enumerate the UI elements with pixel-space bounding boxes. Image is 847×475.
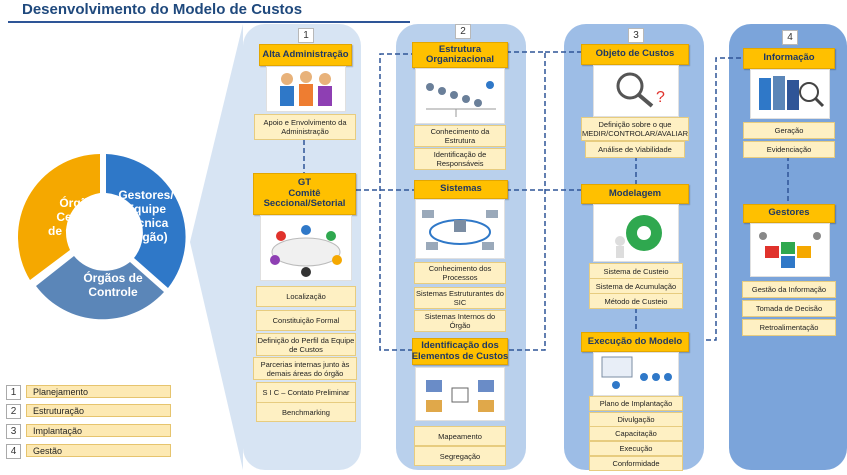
page-title: Desenvolvimento do Modelo de Custos — [22, 1, 303, 18]
puzzle-illustration — [750, 223, 830, 277]
phase-3-number: 3 — [628, 28, 644, 43]
item-definicao-medir: Definição sobre o que MEDIR/CONTROLAR/AV… — [581, 117, 689, 141]
binders-illustration — [750, 69, 830, 119]
title-underline — [8, 21, 410, 23]
header-gt-comite: GT Comitê Seccional/Setorial — [253, 173, 356, 215]
header-modelagem: Modelagem — [581, 184, 689, 204]
item-sic-contato: S I C – Contato Preliminar — [256, 382, 356, 403]
legend-label: Estruturação — [26, 404, 171, 417]
item-sistemas-internos: Sistemas Internos do Órgão — [414, 310, 506, 332]
legend-number: 1 — [6, 385, 21, 400]
item-perfil-equipe: Definição do Perfil da Equipe de Custos — [256, 333, 356, 356]
item-execucao: Execução — [589, 441, 683, 456]
org-structure-illustration — [415, 68, 505, 124]
item-conformidade: Conformidade — [589, 456, 683, 471]
item-evidenciacao: Evidenciação — [743, 141, 835, 158]
phase-4-number: 4 — [782, 30, 798, 45]
header-informacao: Informação — [743, 48, 835, 69]
legend-number: 4 — [6, 444, 21, 459]
cost-elements-illustration — [415, 367, 505, 421]
magnifier-illustration: ? — [593, 65, 679, 117]
item-geracao: Geração — [743, 122, 835, 139]
item-retroalimentacao: Retroalimentação — [742, 319, 836, 336]
segment-label-central: Órgão Central de Custos — [48, 196, 107, 238]
svg-text:?: ? — [656, 89, 665, 106]
phase-1-number: 1 — [298, 28, 314, 43]
item-plano-implantacao: Plano de Implantação — [589, 396, 683, 411]
training-illustration — [593, 352, 679, 396]
segment-label-controle: Órgãos de Controle — [83, 271, 143, 299]
network-illustration — [415, 199, 505, 259]
legend-label: Gestão — [26, 444, 171, 457]
gear-illustration — [593, 204, 679, 262]
ring-segment-central — [17, 154, 100, 280]
header-estrutura-organizacional: Estrutura Organizacional — [412, 42, 508, 68]
item-localizacao: Localização — [256, 286, 356, 307]
box-apoio-envolvimento: Apoio e Envolvimento da Administração — [254, 114, 356, 140]
legend-label: Planejamento — [26, 385, 171, 398]
item-mapeamento: Mapeamento — [414, 426, 506, 446]
item-divulgacao: Divulgação — [589, 412, 683, 427]
header-execucao-modelo: Execução do Modelo — [581, 332, 689, 352]
item-metodo-custeio: Método de Custeio — [589, 293, 683, 309]
executives-illustration — [266, 66, 346, 112]
header-objeto-custos: Objeto de Custos — [581, 44, 689, 65]
phase-2-number: 2 — [455, 24, 471, 39]
meeting-table-illustration — [260, 215, 352, 281]
legend-number: 3 — [6, 424, 21, 439]
ring-segment-controle — [36, 256, 164, 320]
header-identificacao-elementos: Identificação dos Elementos de Custos — [412, 338, 508, 365]
item-sistemas-estruturantes: Sistemas Estruturantes do SIC — [414, 287, 506, 309]
item-benchmarking: Benchmarking — [256, 402, 356, 422]
item-tomada-decisao: Tomada de Decisão — [742, 300, 836, 317]
legend-label: Implantação — [26, 424, 171, 437]
header-gestores: Gestores — [743, 204, 835, 223]
item-parcerias-internas: Parcerias internas junto às demais áreas… — [253, 357, 357, 380]
item-capacitacao: Capacitação — [589, 426, 683, 441]
item-conhecimento-processos: Conhecimento dos Processos — [414, 262, 506, 284]
stakeholder-cycle — [17, 154, 186, 320]
item-sistema-custeio: Sistema de Custeio — [589, 263, 683, 279]
item-gestao-informacao: Gestão da Informação — [742, 281, 836, 298]
header-alta-administracao: Alta Administração — [259, 44, 352, 66]
header-sistemas: Sistemas — [414, 180, 508, 199]
segment-label-gestores: Gestores/ Equipe Técnica (Órgão) — [118, 188, 174, 244]
item-analise-viabilidade: Análise de Viabilidade — [585, 141, 685, 158]
item-segregacao: Segregação — [414, 446, 506, 466]
item-sistema-acumulacao: Sistema de Acumulação — [589, 278, 683, 294]
ring-segment-gestores — [106, 154, 186, 288]
legend-number: 2 — [6, 404, 21, 419]
item-constituicao-formal: Constituição Formal — [256, 310, 356, 331]
item-identificacao-responsaveis: Identificação de Responsáveis — [414, 148, 506, 170]
item-conhecimento-estrutura: Conhecimento da Estrutura — [414, 125, 506, 147]
